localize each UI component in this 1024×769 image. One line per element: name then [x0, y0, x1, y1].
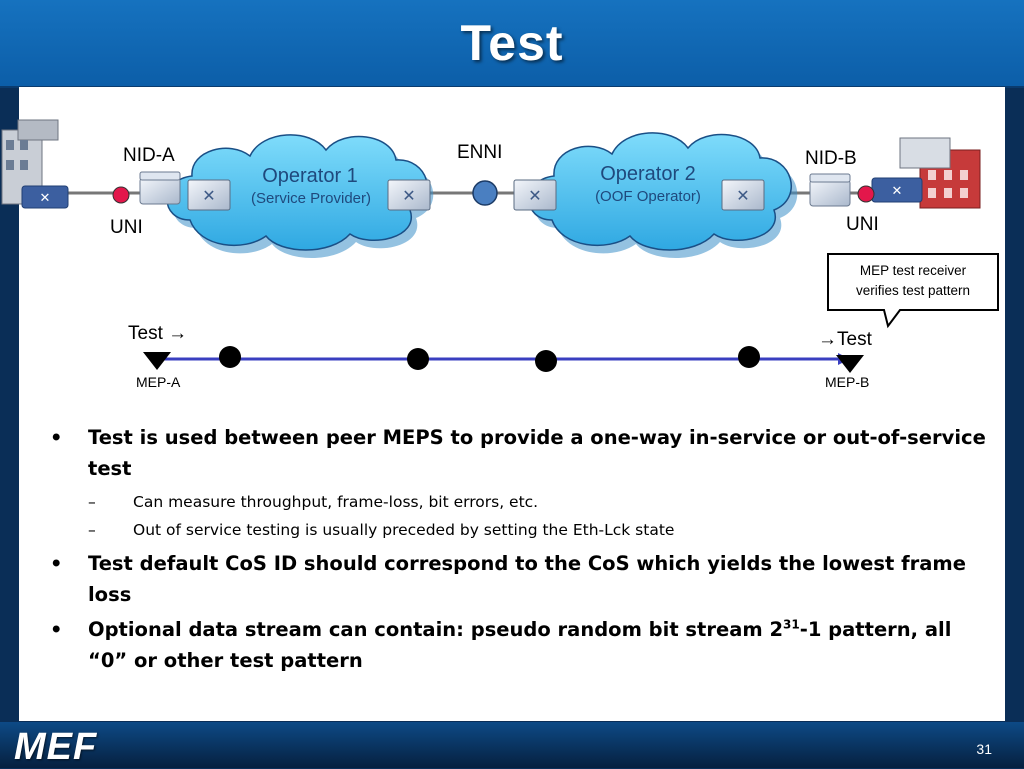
- bullet-text: Test is used between peer MEPS to provid…: [88, 426, 986, 480]
- bullet-item: • Test is used between peer MEPS to prov…: [50, 422, 990, 484]
- svg-text:✕: ✕: [736, 186, 749, 205]
- page-number: 31: [976, 741, 992, 757]
- svg-text:✕: ✕: [892, 184, 903, 199]
- sub-bullet-item: – Can measure throughput, frame-loss, bi…: [50, 488, 990, 516]
- bullet-list: • Test is used between peer MEPS to prov…: [50, 422, 990, 680]
- operator2-title: Operator 2: [600, 163, 696, 185]
- bullet-item: • Optional data stream can contain: pseu…: [50, 614, 990, 676]
- operator1-title: Operator 1: [262, 165, 358, 187]
- mef-logo: MEF: [14, 726, 98, 768]
- bullet-text: Test default CoS ID should correspond to…: [88, 552, 966, 606]
- test-right-label: →Test: [818, 329, 872, 350]
- enni-label: ENNI: [457, 142, 503, 163]
- mip-point: [407, 348, 429, 370]
- uni-a-point: [112, 186, 130, 204]
- callout-line-2: verifies test pattern: [855, 283, 971, 298]
- uni-b-point: [857, 185, 875, 203]
- sub-bullet-text: Out of service testing is usually preced…: [133, 521, 675, 539]
- mip-point: [535, 350, 557, 372]
- mip-point: [738, 346, 760, 368]
- operator2-subtitle: (OOF Operator): [595, 188, 701, 205]
- test-left-label: Test →: [128, 323, 188, 344]
- slide-title: Test: [460, 15, 564, 71]
- bullet-text: Optional data stream can contain: pseudo…: [88, 618, 951, 672]
- mip-point: [219, 346, 241, 368]
- mep-a-label: MEP-A: [136, 374, 181, 390]
- nid-b-device-icon: [809, 173, 851, 207]
- mep-b-label: MEP-B: [825, 374, 870, 390]
- nid-b-label: NID-B: [805, 148, 857, 169]
- bullet-text-part: -1 pattern, all “0” or other test patter…: [88, 618, 952, 672]
- footer-bar: [0, 722, 1024, 768]
- bullet-item: • Test default CoS ID should correspond …: [50, 548, 990, 610]
- operator2-cloud: [528, 132, 798, 258]
- bullet-marker: •: [50, 618, 63, 641]
- callout-box: [827, 253, 999, 329]
- operator1-subtitle: (Service Provider): [250, 190, 372, 207]
- building-left-icon: ✕: [1, 119, 69, 209]
- building-right-icon: ✕: [871, 137, 981, 209]
- sub-bullet-marker: –: [88, 493, 96, 511]
- bullet-marker: •: [50, 426, 63, 449]
- switch-icon: ✕: [187, 179, 231, 211]
- nid-a-label: NID-A: [123, 145, 175, 166]
- bullet-text-part: Optional data stream can contain: pseudo…: [88, 618, 784, 641]
- sub-bullet-marker: –: [88, 521, 96, 539]
- callout-line-1: MEP test receiver: [859, 263, 967, 278]
- nid-a-device-icon: [139, 171, 181, 205]
- operator1-cloud: [166, 134, 434, 258]
- mep-a-triangle: [143, 352, 171, 370]
- sub-bullet-text: Can measure throughput, frame-loss, bit …: [133, 493, 539, 511]
- uni-right-label: UNI: [846, 214, 879, 235]
- svg-text:✕: ✕: [40, 191, 51, 206]
- switch-icon: ✕: [513, 179, 557, 211]
- switch-icon: ✕: [387, 179, 431, 211]
- uni-left-label: UNI: [110, 217, 143, 238]
- switch-icon: ✕: [721, 179, 765, 211]
- bullet-marker: •: [50, 552, 63, 575]
- sub-bullet-item: – Out of service testing is usually prec…: [50, 516, 990, 544]
- superscript: 31: [783, 617, 800, 632]
- svg-text:✕: ✕: [202, 186, 215, 205]
- callout-text: MEP test receiver verifies test pattern: [833, 261, 993, 301]
- svg-text:✕: ✕: [528, 186, 541, 205]
- svg-text:✕: ✕: [402, 186, 415, 205]
- mep-b-triangle: [836, 355, 864, 373]
- enni-point: [472, 180, 498, 206]
